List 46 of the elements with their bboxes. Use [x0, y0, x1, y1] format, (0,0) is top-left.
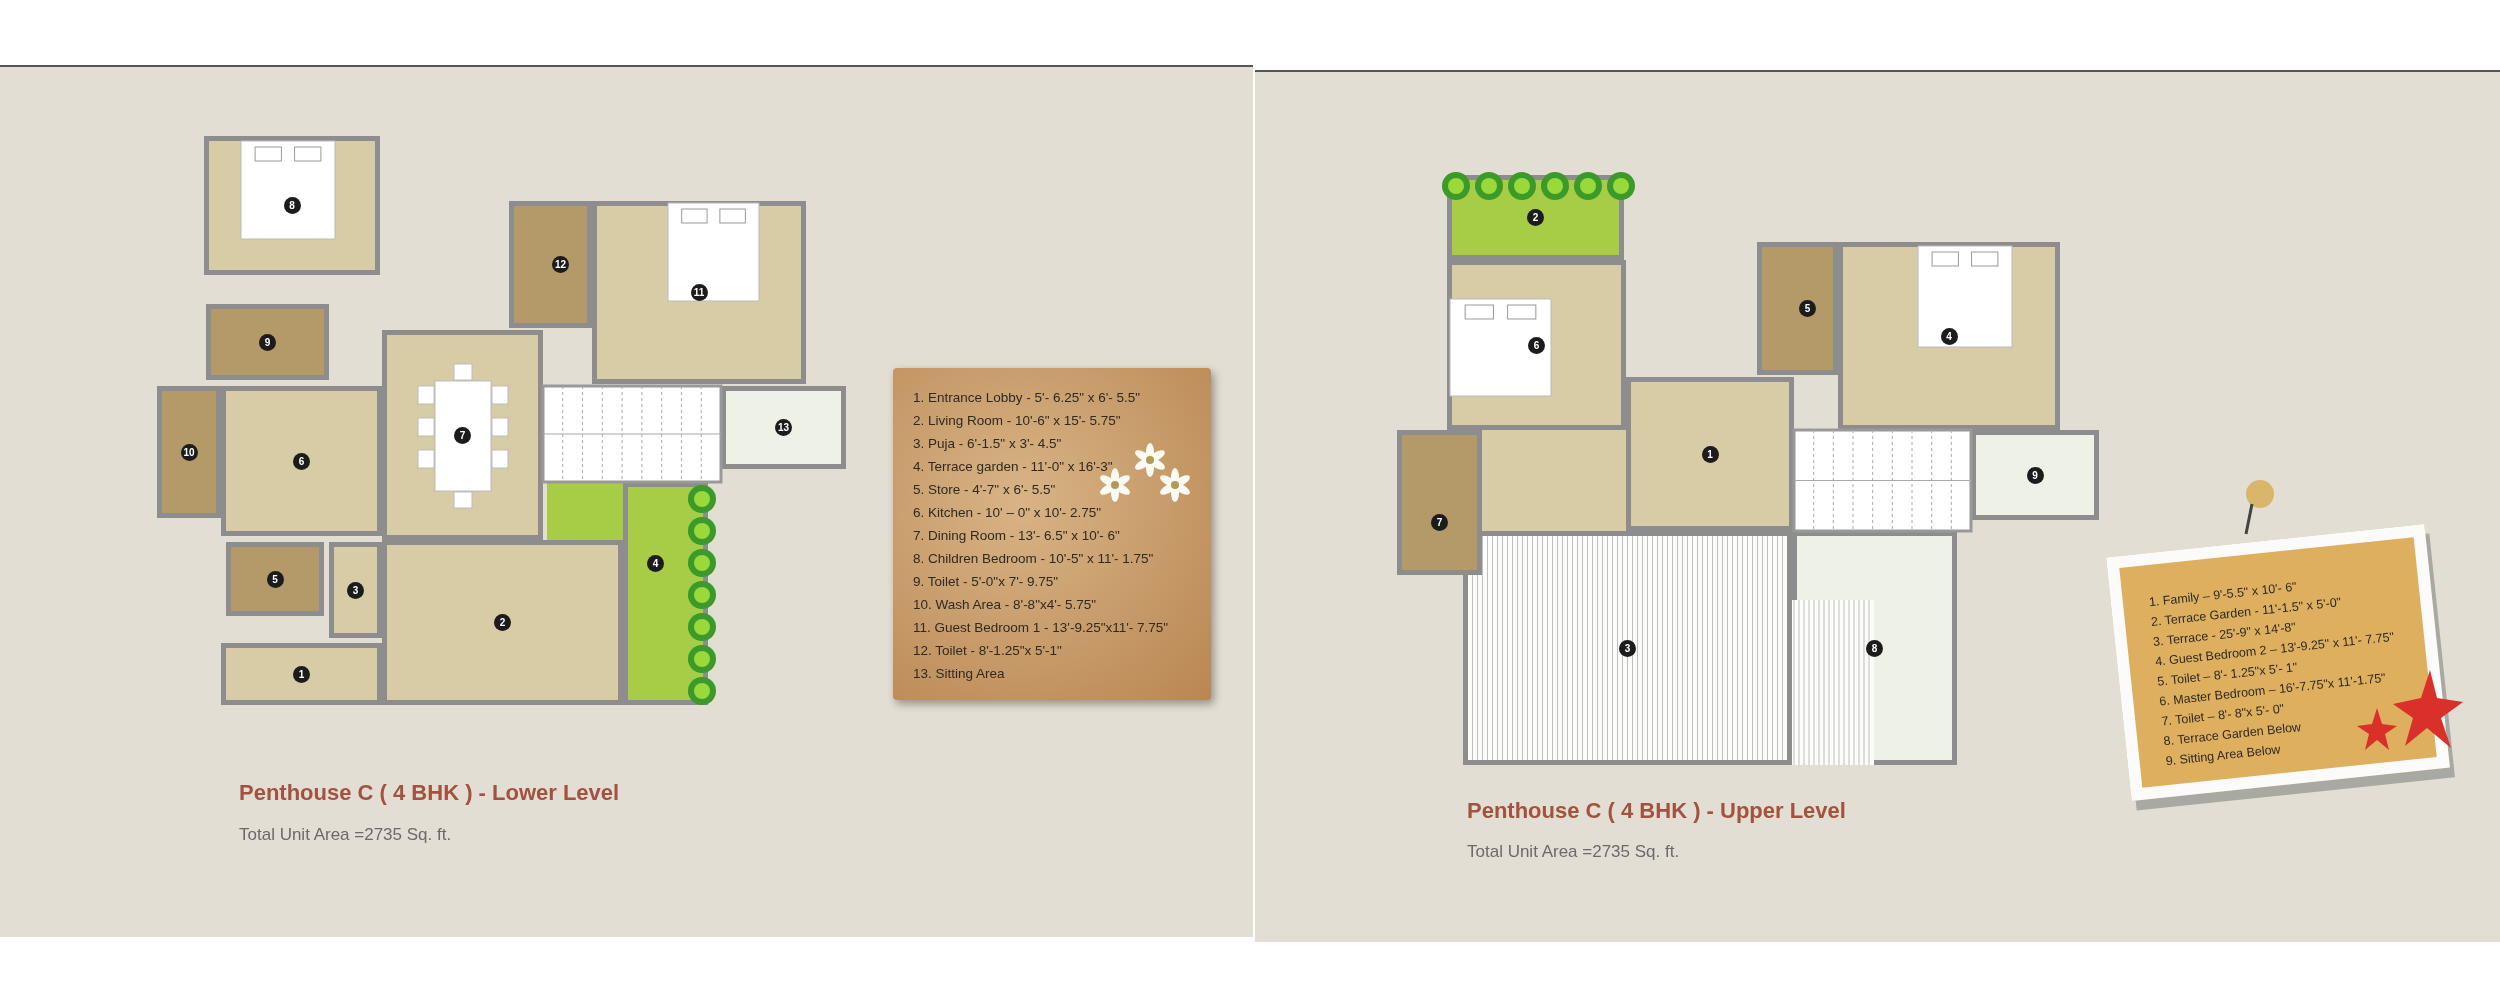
- room-number: 13: [775, 419, 792, 436]
- area-note: Total Unit Area =2735 Sq. ft.: [239, 825, 452, 845]
- room-list-item: 5. Store - 4'-7" x 6'- 5.5": [913, 482, 1057, 497]
- paper-note: [893, 368, 1211, 700]
- room-list-item: 10. Wash Area - 8'-8"x4'- 5.75": [913, 597, 1098, 612]
- room-list-item: 1. Entrance Lobby - 5'- 6.25" x 6'- 5.5": [913, 390, 1142, 405]
- room-number: 2: [494, 614, 511, 631]
- room-number: 3: [1619, 639, 1636, 657]
- plan-title: Penthouse C ( 4 BHK ) - Lower Level: [239, 780, 620, 806]
- room-number: 9: [2026, 466, 2044, 484]
- terrace-area: [1463, 531, 1792, 765]
- area-note: Total Unit Area =2735 Sq. ft.: [1467, 842, 1680, 862]
- room-number: 5: [1799, 300, 1816, 317]
- room-list-item: 13. Sitting Area: [913, 666, 1006, 681]
- room-area: [1757, 242, 1838, 375]
- room-number: 4: [647, 555, 664, 572]
- room-number: 7: [1431, 514, 1448, 531]
- room-area: [226, 542, 324, 616]
- room-number: 1: [293, 665, 310, 683]
- room-area: [329, 542, 382, 638]
- room-number: 2: [1527, 209, 1544, 226]
- room-area: [509, 201, 592, 328]
- room-list-item: 2. Living Room - 10'-6" x 15'- 5.75": [913, 413, 1122, 428]
- room-number: 10: [180, 443, 198, 461]
- room-area: [206, 304, 329, 380]
- room-number: 1: [1701, 445, 1719, 463]
- room-list-item: 7. Dining Room - 13'- 6.5" x 10'- 6": [913, 528, 1121, 543]
- room-list-item: 4. Terrace garden - 11'-0" x 16'-3": [913, 459, 1114, 474]
- room-number: 9: [259, 333, 276, 351]
- room-number: 12: [552, 256, 569, 273]
- room-list-item: 12. Toilet - 8'-1.25"x 5'-1": [913, 643, 1063, 658]
- room-area: [157, 386, 221, 518]
- room-number: 5: [266, 570, 284, 588]
- sitting-area: [1971, 430, 2099, 520]
- room-list-item: 9. Toilet - 5'-0"x 7'- 9.75": [913, 574, 1060, 589]
- room-list-item: 3. Puja - 6'-1.5" x 3'- 4.5": [913, 436, 1063, 451]
- room-number: 3: [347, 581, 364, 599]
- room-area: [1397, 430, 1482, 575]
- room-list-item: 6. Kitchen - 10' – 0" x 10'- 2.75": [913, 505, 1103, 520]
- room-number: 6: [293, 452, 310, 470]
- room-area: [1626, 377, 1794, 531]
- room-list-item: 8. Children Bedroom - 10'-5" x 11'- 1.75": [913, 551, 1155, 566]
- room-area: [221, 643, 382, 705]
- sitting-area: [721, 386, 846, 469]
- plan-title: Penthouse C ( 4 BHK ) - Upper Level: [1467, 798, 1846, 824]
- room-list-item: 11. Guest Bedroom 1 - 13'-9.25"x11'- 7.75": [913, 620, 1170, 635]
